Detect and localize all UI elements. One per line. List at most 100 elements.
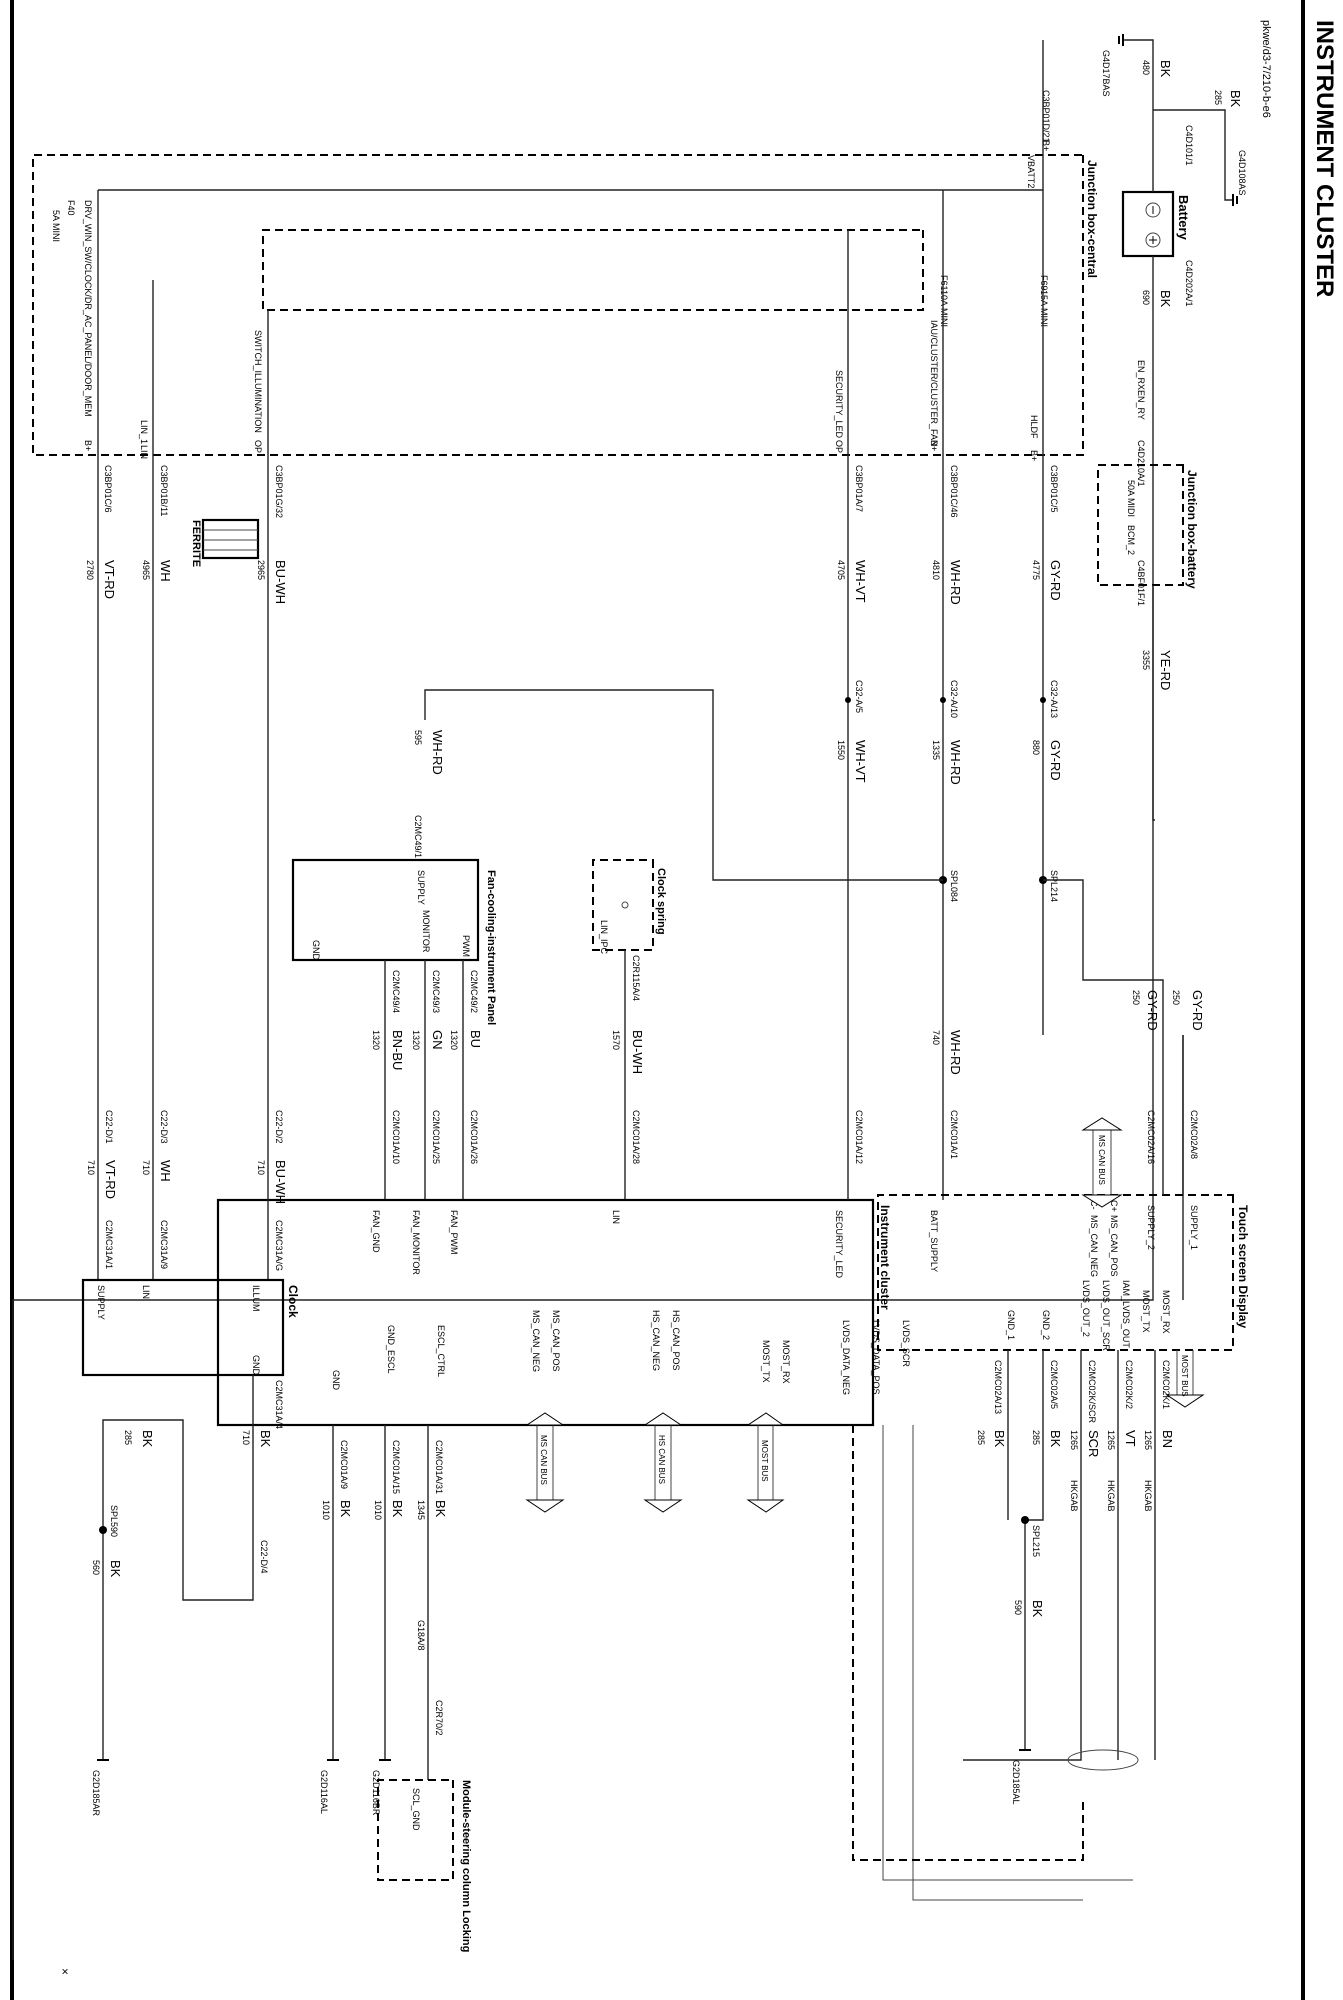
touch-bottom-label: IAM_LVDS_OUT: [1121, 1280, 1131, 1348]
battery-ground-link-gauge: 285: [1213, 90, 1223, 105]
escl-conn: C2MC01A/31: [434, 1440, 444, 1494]
touch-conn: C2MC02K/1: [1161, 1360, 1171, 1409]
gauge-label: 1550: [836, 740, 846, 760]
fan-wire-dest: C2MC01A/10: [391, 1110, 401, 1164]
gnd-escl-ground: G2D116BR: [371, 1770, 381, 1816]
cluster-pin-conn: C2MC01A/12: [854, 1110, 864, 1164]
battery-neg-pin: C4D101/1: [1184, 125, 1194, 166]
clock-splice-wire: BK: [108, 1560, 123, 1578]
touch-title: Touch screen Display: [1236, 1205, 1250, 1328]
junction-battery-out-gauge: 3355: [1141, 650, 1151, 670]
wire-label: WH-VT: [853, 740, 868, 783]
fan-wire-conn: C2MC49/3: [431, 970, 441, 1013]
fuse-f40: F40: [66, 200, 76, 216]
gy-rd-touch-1-gauge: 250: [1171, 990, 1181, 1005]
junction-battery-bus: BCM_2: [1126, 525, 1136, 555]
ferrite: FERRITE: [190, 518, 260, 567]
circuit-wire: BU-WH: [273, 560, 288, 604]
bus-label: HS CAN BUS: [657, 1435, 666, 1484]
cluster-pin-gauge: 740: [931, 1030, 941, 1045]
touch-gnd-label: GND_1: [1006, 1310, 1016, 1340]
clock-spring-outline: [592, 859, 654, 951]
junction-battery-fuse: 50A MIDI: [1126, 480, 1136, 517]
touch-gauge: 1265: [1106, 1430, 1116, 1450]
battery-box: [1121, 190, 1175, 258]
touch-pin-label: SUPPLY_1: [1189, 1205, 1199, 1250]
touch-splice: SPL215: [1031, 1525, 1041, 1557]
battery-block: Battery C4D101/1 C4D202A/1 BK 480 BK 690…: [1101, 34, 1247, 821]
gy-rd-touch-2: GY-RD: [1145, 990, 1160, 1031]
circuit-gauge: 2780: [85, 560, 95, 580]
fan-wire-conn: C2MC49/2: [469, 970, 479, 1013]
cluster-pin-label: SECURITY_LED: [834, 1210, 844, 1279]
junction-battery-outline: [1097, 464, 1184, 586]
clock-in-wire: WH: [158, 1160, 173, 1182]
gnd-conn: C2MC01A/9: [339, 1440, 349, 1489]
junction-central-title: Junction box-central: [1085, 160, 1099, 278]
fan-title: Fan-cooling-instrument Panel: [485, 870, 497, 1025]
junction-central-vbatt: VBATT2: [1026, 155, 1036, 188]
circuit-gauge: 2965: [256, 560, 266, 580]
junction-battery-in-pin: C4BF01F/1: [1136, 560, 1146, 606]
splice-label: SPL214: [1049, 870, 1059, 902]
clock-in-wire: VT-RD: [103, 1160, 118, 1199]
circuit-pin: C3BP01C/6: [103, 465, 113, 513]
cluster-bottom-pin: HS_CAN_POS: [671, 1310, 681, 1371]
fan-wire-gauge: 595: [413, 730, 423, 745]
touch-wire: VT: [1123, 1430, 1138, 1447]
circuit-wire: GY-RD: [1048, 560, 1063, 601]
ground-icon: [1118, 34, 1124, 46]
cluster-title: Instrument cluster: [878, 1205, 892, 1310]
touch-splice-wire: BK: [1030, 1600, 1045, 1618]
clock-gnd-gauge: 710: [241, 1430, 251, 1445]
conn-label: C32-A/13: [1049, 680, 1059, 718]
clock-gnd-conn: C22-D/4: [259, 1540, 269, 1574]
touch-conn: C2MC02A/13: [993, 1360, 1003, 1414]
central-circuit-drv-win: DRV_WIN_SW/CLOCK/DR_AC_PANEL/DOOR_MEM B+…: [83, 190, 117, 1150]
gnd-escl-wire: BK: [390, 1500, 405, 1518]
clock-conn: C2MC31A/G: [274, 1220, 284, 1271]
clock-title: Clock: [286, 1285, 300, 1318]
circuit-name: IAU/CLUSTER/CLUSTER_FAN: [929, 320, 939, 447]
gauge-label: 1335: [931, 740, 941, 760]
clock-gnd-link-gauge: 285: [123, 1430, 133, 1445]
clock-conn: C2MC31A/9: [159, 1220, 169, 1269]
fan-wire-gauge: 1320: [449, 1030, 459, 1050]
drawing-code: pkwe/d3-7/210-b-e6: [1260, 20, 1272, 118]
clock-module: Clock ILLUM LIN SUPPLY GND C2MC31A/G C2M…: [81, 1110, 300, 1817]
battery-pos-wire-gauge: 690: [1141, 290, 1151, 305]
circuit-name: SECURITY_LED: [834, 370, 844, 439]
fan-wire-conn: C2MC49/1: [413, 815, 423, 858]
bus-label: MOST BUS: [1180, 1355, 1189, 1397]
junction-box-central: Junction box-central C3BP01D/21 B+ VBATT…: [32, 40, 1099, 456]
battery-circuit-name: EN_RXEN_RY: [1136, 360, 1146, 420]
fuse-f61: F61: [939, 275, 949, 291]
circuit-wire: WH-VT: [853, 560, 868, 603]
circuit-name: HLDF: [1029, 415, 1039, 439]
central-circuit-cluster: IAU/CLUSTER/CLUSTER_FAN B+ C3BP01C/46 WH…: [929, 190, 963, 1035]
clock-conn: C2MC31A/1: [104, 1220, 114, 1269]
fan-wire-color: BU: [468, 1030, 483, 1048]
splice-label: SPL084: [949, 870, 959, 902]
clock-in-gauge: 710: [86, 1160, 96, 1175]
cluster-pin-label: FAN_GND: [371, 1210, 381, 1253]
steering-column-lock: Module-steering column Locking SCL_GND C…: [377, 1620, 472, 1952]
touch-bottom-label: MOST_TX: [1141, 1290, 1151, 1333]
central-circuit-lin1: LIN_1 LIN C3BP01B/11 WH 4965: [139, 280, 173, 1150]
touch-gnd-label: GND_2: [1041, 1310, 1051, 1340]
steering-conn: C2R70/2: [434, 1700, 444, 1736]
touch-wire: BK: [1048, 1430, 1063, 1448]
clock-in-conn: C22-D/1: [104, 1110, 114, 1144]
circuit-gauge: 4775: [1031, 560, 1041, 580]
junction-battery-out-wire: YE-RD: [1158, 650, 1173, 690]
clock-in-wire: BU-WH: [273, 1160, 288, 1204]
gauge-label: 880: [1031, 740, 1041, 755]
gy-rd-touch-1: GY-RD: [1190, 990, 1205, 1031]
touch-can-sign: C-: [1089, 1200, 1099, 1210]
clock-splice: SPL590: [109, 1505, 119, 1537]
circuit-type: OP: [253, 440, 263, 453]
escl-gauge: 1345: [416, 1500, 426, 1520]
hs-can-bus-arrow: HS CAN BUS: [643, 1412, 683, 1513]
